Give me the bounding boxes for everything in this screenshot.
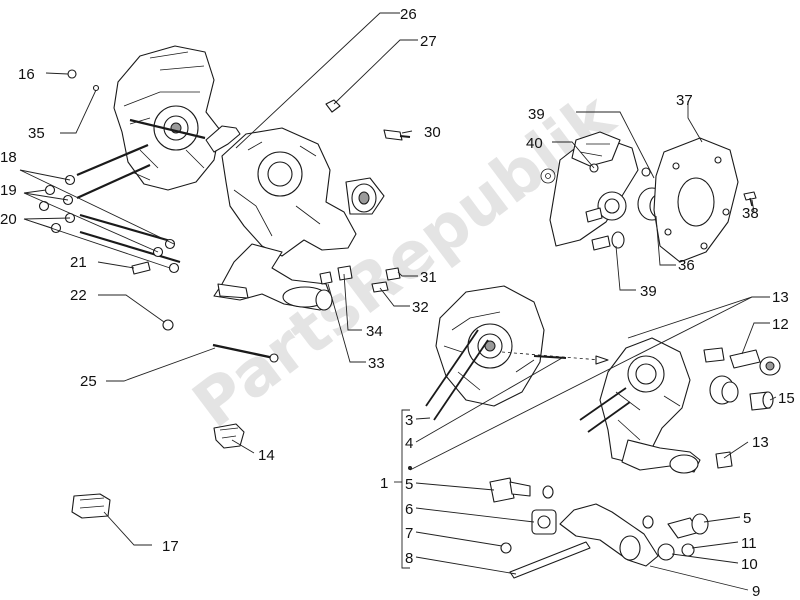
bracket-part-14 — [213, 423, 245, 449]
callout-21: 21 — [70, 254, 87, 271]
callout-39-top: 39 — [528, 106, 545, 123]
callout-37: 37 — [676, 92, 693, 109]
callout-8: 8 — [405, 550, 413, 567]
callout-34: 34 — [366, 323, 383, 340]
callout-5-left: 5 — [405, 476, 413, 493]
callout-40: 40 — [526, 135, 543, 152]
callout-5-right: 5 — [743, 510, 751, 527]
callout-27: 27 — [420, 33, 437, 50]
callout-20: 20 — [0, 211, 17, 228]
callout-36: 36 — [678, 257, 695, 274]
callout-9: 9 — [752, 583, 760, 600]
callout-18: 18 — [0, 149, 17, 166]
callout-31: 31 — [420, 269, 437, 286]
center-small-parts — [212, 99, 411, 363]
callout-13-top: 13 — [772, 289, 789, 306]
callout-1: 1 — [380, 475, 388, 492]
callout-11: 11 — [741, 535, 757, 552]
callout-33: 33 — [368, 355, 385, 372]
callout-17: 17 — [162, 538, 179, 555]
screw-38 — [743, 191, 757, 207]
crankcase-half-main — [205, 125, 385, 311]
callout-35: 35 — [28, 125, 45, 142]
shaft-parts-bottom — [489, 477, 709, 579]
callout-6: 6 — [405, 501, 413, 518]
callout-numbers: 16 35 18 19 20 21 22 25 14 17 26 27 30 3… — [0, 6, 795, 600]
gear-icon — [540, 168, 556, 184]
callout-26: 26 — [400, 6, 417, 23]
callout-32: 32 — [412, 299, 429, 316]
callout-15: 15 — [778, 390, 795, 407]
callout-4: 4 — [405, 435, 413, 452]
gasket-cover-37 — [653, 137, 739, 263]
callout-19: 19 — [0, 182, 17, 199]
callout-22: 22 — [70, 287, 87, 304]
crankcase-assembly-left — [425, 285, 545, 421]
leader-lines — [19, 12, 777, 591]
clutch-subassembly — [549, 131, 671, 251]
callout-12: 12 — [772, 316, 789, 333]
crankcase-half-left — [113, 45, 221, 191]
callout-16: 16 — [18, 66, 35, 83]
callout-30: 30 — [424, 124, 441, 141]
callout-3: 3 — [405, 412, 413, 429]
callout-10: 10 — [741, 556, 758, 573]
callout-13-bottom: 13 — [752, 434, 769, 451]
crankcase-assembly-right — [579, 337, 739, 474]
callout-38: 38 — [742, 205, 759, 222]
callout-25: 25 — [80, 373, 97, 390]
pad-part-17 — [71, 493, 111, 519]
callout-14: 14 — [258, 447, 275, 464]
callout-7: 7 — [405, 525, 413, 542]
long-studs — [76, 118, 206, 264]
bushes-right — [715, 349, 781, 469]
callout-39-bottom: 39 — [640, 283, 657, 300]
